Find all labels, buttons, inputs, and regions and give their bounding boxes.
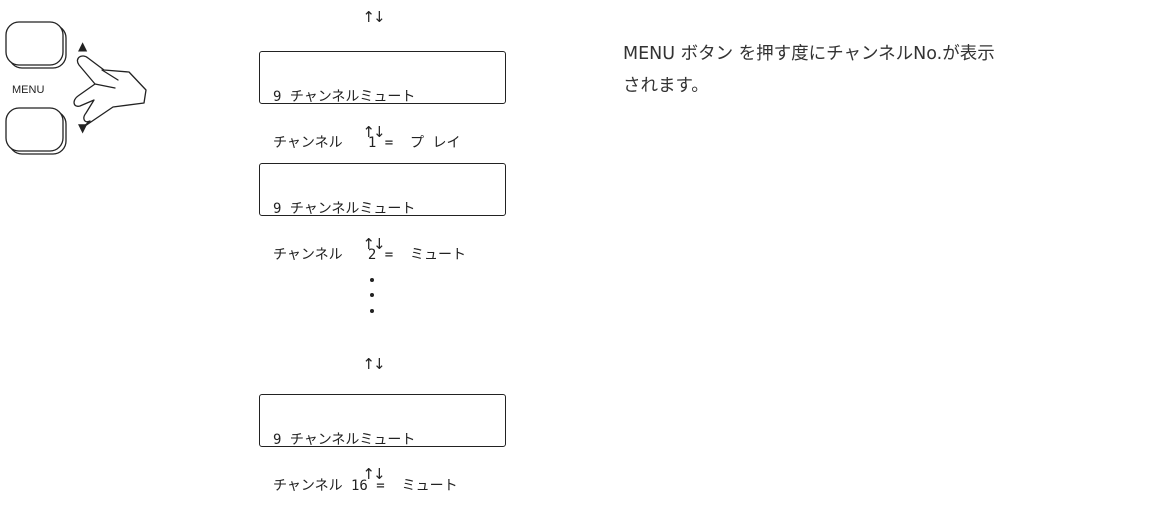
lcd-screen-channel-16: 9 チャンネルミュート チャンネル 16 = ミュート (259, 394, 506, 494)
menu-down-button[interactable] (5, 107, 67, 155)
up-arrow-icon: ▲ (78, 39, 88, 53)
nav-arrows-icon: ↑↓ (362, 123, 385, 141)
nav-arrows-icon: ↑↓ (362, 235, 385, 253)
menu-up-button[interactable] (5, 21, 67, 69)
menu-button-illustration: ▲ ▼ MENU (0, 0, 170, 160)
menu-label: MENU (12, 84, 45, 96)
lcd-screen-channel-1: 9 チャンネルミュート チャンネル 1 = プ レイ (259, 51, 506, 151)
nav-arrows-icon: ↑↓ (362, 355, 385, 373)
lcd-sequence: ↑↓ 9 チャンネルミュート チャンネル 1 = プ レイ ↑↓ 9 チャンネル… (259, 8, 506, 494)
nav-arrows-icon: ↑↓ (362, 465, 385, 483)
lcd-line-value: チャンネル 2 = ミュート (273, 247, 467, 263)
nav-arrows-icon: ↑↓ (362, 8, 385, 26)
lcd-line-value: チャンネル 1 = プ レイ (273, 135, 461, 151)
lcd-line-title: 9 チャンネルミュート (273, 89, 416, 105)
ellipsis-icon (367, 278, 379, 326)
description-text: MENU ボタン を押す度にチャンネルNo.が表示されます。 (623, 44, 995, 96)
lcd-line-title: 9 チャンネルミュート (273, 432, 416, 448)
down-arrow-icon: ▼ (78, 121, 88, 135)
lcd-line-title: 9 チャンネルミュート (273, 201, 416, 217)
pressing-hand-icon (73, 55, 147, 129)
lcd-screen-channel-2: 9 チャンネルミュート チャンネル 2 = ミュート (259, 163, 506, 263)
